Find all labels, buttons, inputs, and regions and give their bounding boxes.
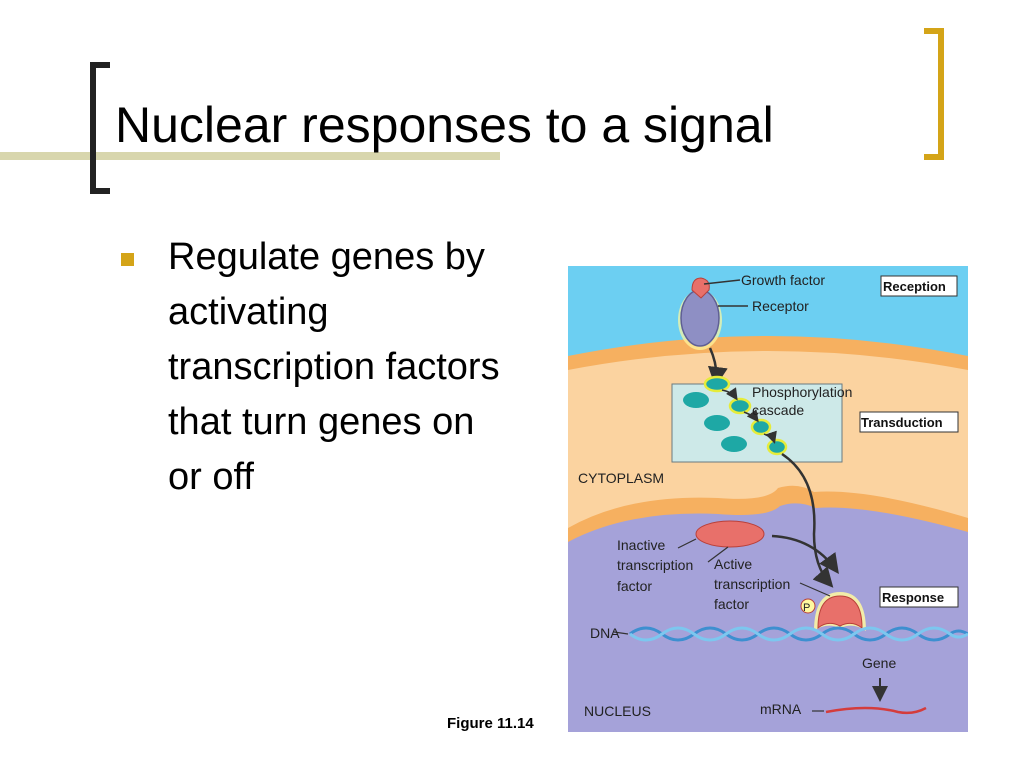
kinase-icon <box>766 438 788 456</box>
inactive-line1: Inactive <box>617 537 665 553</box>
inactive-line3: factor <box>617 578 652 594</box>
kinase-icon <box>683 392 709 408</box>
nucleus-region <box>568 503 968 732</box>
growth-factor-label: Growth factor <box>741 272 825 288</box>
mrna-label: mRNA <box>760 701 802 717</box>
cascade-label: cascade <box>752 402 804 418</box>
active-line3: factor <box>714 596 749 612</box>
bullet-icon <box>121 253 134 266</box>
reception-label: Reception <box>883 279 946 294</box>
phosphate-icon <box>800 598 816 614</box>
inactive-transcription-factor <box>695 520 765 548</box>
dna-helix <box>629 626 968 642</box>
right-bracket <box>924 28 944 160</box>
kinase-icon <box>704 415 730 431</box>
transduction-tag <box>859 411 959 433</box>
receptor-label: Receptor <box>752 298 809 314</box>
signal-pathway-figure: Growth factor Receptor Phosphorylation c… <box>568 266 968 732</box>
phosphorylation-label: Phosphorylation <box>752 384 852 400</box>
active-line2: transcription <box>714 576 790 592</box>
response-label: Response <box>882 590 944 605</box>
phosphate-label: P <box>803 602 810 614</box>
kinase-icon <box>728 397 752 415</box>
receptor-shape <box>680 289 720 347</box>
cytoplasm-label: CYTOPLASM <box>578 470 664 486</box>
response-tag <box>879 586 959 608</box>
nucleus-label: NUCLEUS <box>584 703 651 719</box>
reception-tag <box>880 275 958 297</box>
kinase-icon <box>750 418 772 436</box>
left-bracket <box>90 62 110 194</box>
transduction-label: Transduction <box>861 415 943 430</box>
active-line1: Active <box>714 556 752 572</box>
kinase-icon <box>721 436 747 452</box>
decorative-line <box>0 152 500 160</box>
inactive-line2: transcription <box>617 557 693 573</box>
growth-factor-shape <box>691 277 710 299</box>
dna-label: DNA <box>590 625 620 641</box>
figure-svg: Growth factor Receptor Phosphorylation c… <box>568 266 968 732</box>
bullet-text: Regulate genes by activating transcripti… <box>168 236 500 498</box>
mrna-strand <box>825 706 927 715</box>
gene-label: Gene <box>862 655 896 671</box>
figure-caption: Figure 11.14 <box>447 715 534 732</box>
kinase-icon <box>703 375 731 393</box>
slide-title: Nuclear responses to a signal <box>115 97 774 153</box>
